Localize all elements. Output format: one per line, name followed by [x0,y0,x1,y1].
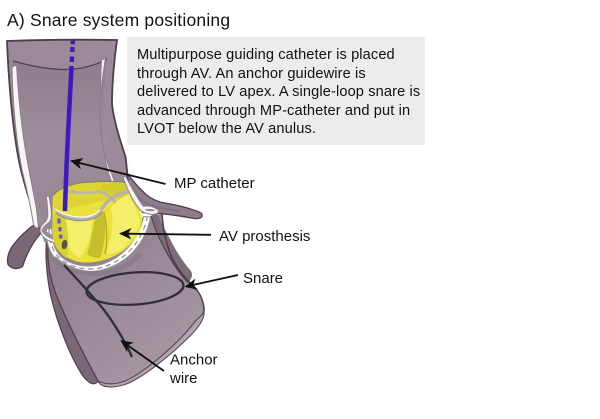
svg-text:MP catheter: MP catheter [174,175,255,192]
svg-text:Snare: Snare [243,270,283,287]
svg-text:AV prosthesis: AV prosthesis [219,228,310,245]
svg-text:Anchor: Anchor [170,352,218,369]
svg-text:wire: wire [169,370,198,387]
